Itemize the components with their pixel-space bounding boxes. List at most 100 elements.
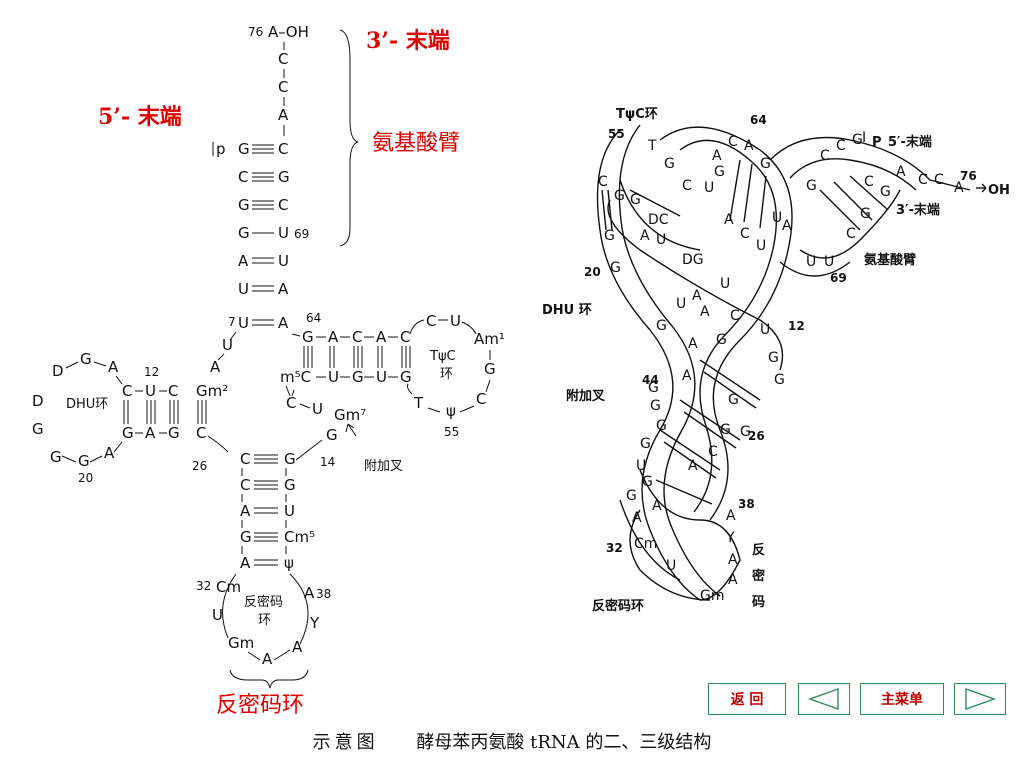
svg-text:U: U [676, 296, 686, 312]
base-label: m⁵C [280, 368, 311, 386]
cloverleaf-structure: A–OH C C A G C C G G C G U A U U A U A p [32, 23, 505, 689]
svg-text:U: U [772, 210, 782, 226]
svg-text:U: U [720, 276, 730, 292]
base-label: A [304, 584, 315, 602]
base-label: A [278, 106, 289, 124]
svg-text:C: C [740, 226, 750, 242]
svg-text:A: A [688, 458, 698, 474]
svg-text:Gm: Gm [700, 588, 725, 604]
figure-caption: 示意图 酵母苯丙氨酸 tRNA 的二、三级结构 [0, 728, 1024, 754]
svg-text:A: A [712, 148, 722, 164]
svg-text:U: U [666, 558, 676, 574]
base-label: A–OH [268, 23, 309, 41]
svg-text:G: G [852, 132, 863, 148]
base-label: A [240, 554, 251, 572]
svg-text:G: G [614, 188, 625, 204]
anticodon-loop-inner-label: 环 [258, 613, 271, 628]
svg-text:G: G [656, 418, 667, 434]
base-label: G [240, 528, 252, 546]
svg-text:G: G [760, 156, 771, 172]
tertiary-anticodon-label: 反 [752, 542, 765, 558]
base-label: U [278, 252, 289, 270]
position-number: 55 [608, 127, 625, 141]
svg-text:C: C [728, 134, 738, 150]
svg-text:A: A [692, 288, 702, 304]
three-prime-end-label: 3’- 末端 [366, 28, 450, 54]
base-label: G [284, 476, 296, 494]
base-label: U [222, 336, 233, 354]
base-label: U [145, 382, 156, 400]
position-number: 64 [306, 311, 321, 325]
tpsic-inner-label: TψC [429, 349, 456, 364]
svg-text:T: T [647, 138, 657, 154]
svg-text:A: A [896, 164, 906, 180]
main-menu-button[interactable]: 主菜单 [860, 683, 944, 715]
base-label: C [168, 382, 178, 400]
base-label: G [484, 360, 496, 378]
tertiary-extra-arm-label: 附加叉 [566, 388, 606, 404]
base-label: A [292, 638, 303, 656]
tpsic-inner-label: 环 [440, 367, 453, 382]
base-label: C [286, 394, 296, 412]
prev-button[interactable] [798, 683, 850, 715]
base-label: C [352, 328, 362, 346]
base-label: C [278, 140, 288, 158]
base-label: A [376, 328, 387, 346]
left-triangle-icon [807, 688, 839, 710]
base-label: p [216, 140, 226, 158]
svg-text:G: G [806, 178, 817, 194]
svg-text:G: G [728, 392, 739, 408]
svg-text:G: G [860, 206, 871, 222]
tertiary-anticodon-loop-label: 反密码环 [592, 598, 644, 614]
base-label: U [376, 368, 387, 386]
svg-text:U: U [636, 458, 646, 474]
base-label: A [145, 424, 156, 442]
anticodon-loop-label: 反密码环 [216, 693, 304, 718]
base-label: Y [309, 614, 320, 632]
base-label: A [104, 444, 115, 462]
next-button[interactable] [954, 683, 1006, 715]
base-label: Cm⁵ [284, 528, 315, 546]
base-label: U [328, 368, 339, 386]
base-label: G [122, 424, 134, 442]
base-label: D [32, 392, 44, 410]
svg-text:C: C [708, 444, 718, 460]
position-number: 64 [750, 113, 767, 127]
position-number: 38 [316, 587, 331, 601]
back-button[interactable]: 返 回 [708, 683, 786, 715]
svg-text:C: C [836, 138, 846, 154]
base-label: G [302, 328, 314, 346]
base-label: C [400, 328, 410, 346]
base-label: A [278, 280, 289, 298]
base-label: A [108, 358, 119, 376]
tpsic-loop-label: TψC环 [616, 107, 658, 122]
tertiary-anticodon-label: 码 [752, 595, 765, 610]
base-label: C [240, 476, 250, 494]
svg-text:C: C [934, 172, 944, 188]
svg-text:G: G [880, 184, 891, 200]
base-label: Gm⁷ [334, 406, 366, 424]
base-label: U [212, 606, 223, 624]
position-number: 69 [294, 227, 309, 241]
oh-label: OH [988, 183, 1010, 198]
svg-text:G: G [604, 228, 615, 244]
svg-text:C: C [820, 148, 830, 164]
position-number: 32 [606, 541, 623, 555]
svg-text:U: U [756, 238, 766, 254]
svg-text:G: G [716, 332, 727, 348]
svg-text:A: A [652, 498, 662, 514]
svg-text:G: G [650, 398, 661, 414]
svg-text:G: G [664, 156, 675, 172]
position-number: 12 [144, 365, 159, 379]
svg-text:C: C [864, 174, 874, 190]
svg-text:G: G [656, 318, 667, 334]
svg-text:DG: DG [682, 252, 704, 268]
base-label: T [413, 394, 424, 412]
svg-text:C: C [730, 308, 740, 324]
base-label: Gm² [196, 382, 228, 400]
svg-text:A: A [744, 138, 754, 154]
svg-text:DC: DC [648, 212, 669, 228]
svg-text:G: G [642, 474, 653, 490]
base-label: U [238, 280, 249, 298]
